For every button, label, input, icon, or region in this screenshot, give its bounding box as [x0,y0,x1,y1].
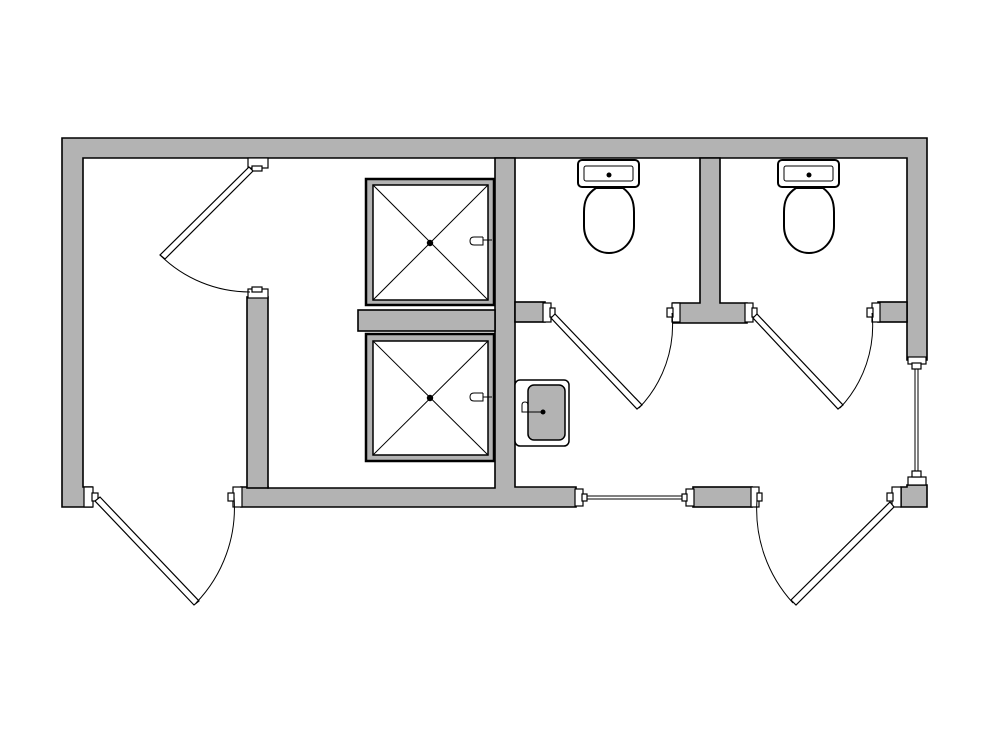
washbasin [514,379,570,447]
toilet-seat [583,187,635,255]
shower-divider [357,309,496,332]
toilet-seat [783,187,835,255]
bottom-wall-mid [692,486,753,508]
wc1-wall-stub [514,301,546,323]
shower-tray-1 [364,177,496,307]
partition-wall-wc [672,157,748,324]
door-entry-shower [159,157,269,299]
door-lobby-entrance [750,486,902,606]
shower-tap-icon [469,392,492,402]
window-bottom [574,488,695,507]
walls [61,137,928,508]
outer-wall [61,137,928,508]
toilet-1 [577,159,640,255]
door-wc-1 [542,302,681,410]
drain-icon [426,394,434,402]
partition-wall-entry [246,296,269,489]
outer-wall-right-lower [900,484,928,508]
toilet-2 [777,159,840,255]
drain-icon [426,239,434,247]
tap-icon [521,401,541,413]
door-main-entrance [83,486,243,606]
shower-tap-icon [469,236,492,246]
door-wc-2 [744,302,881,410]
shower-tray-2 [364,332,496,463]
window-right [907,356,927,486]
wc2-wall-stub [877,301,908,323]
